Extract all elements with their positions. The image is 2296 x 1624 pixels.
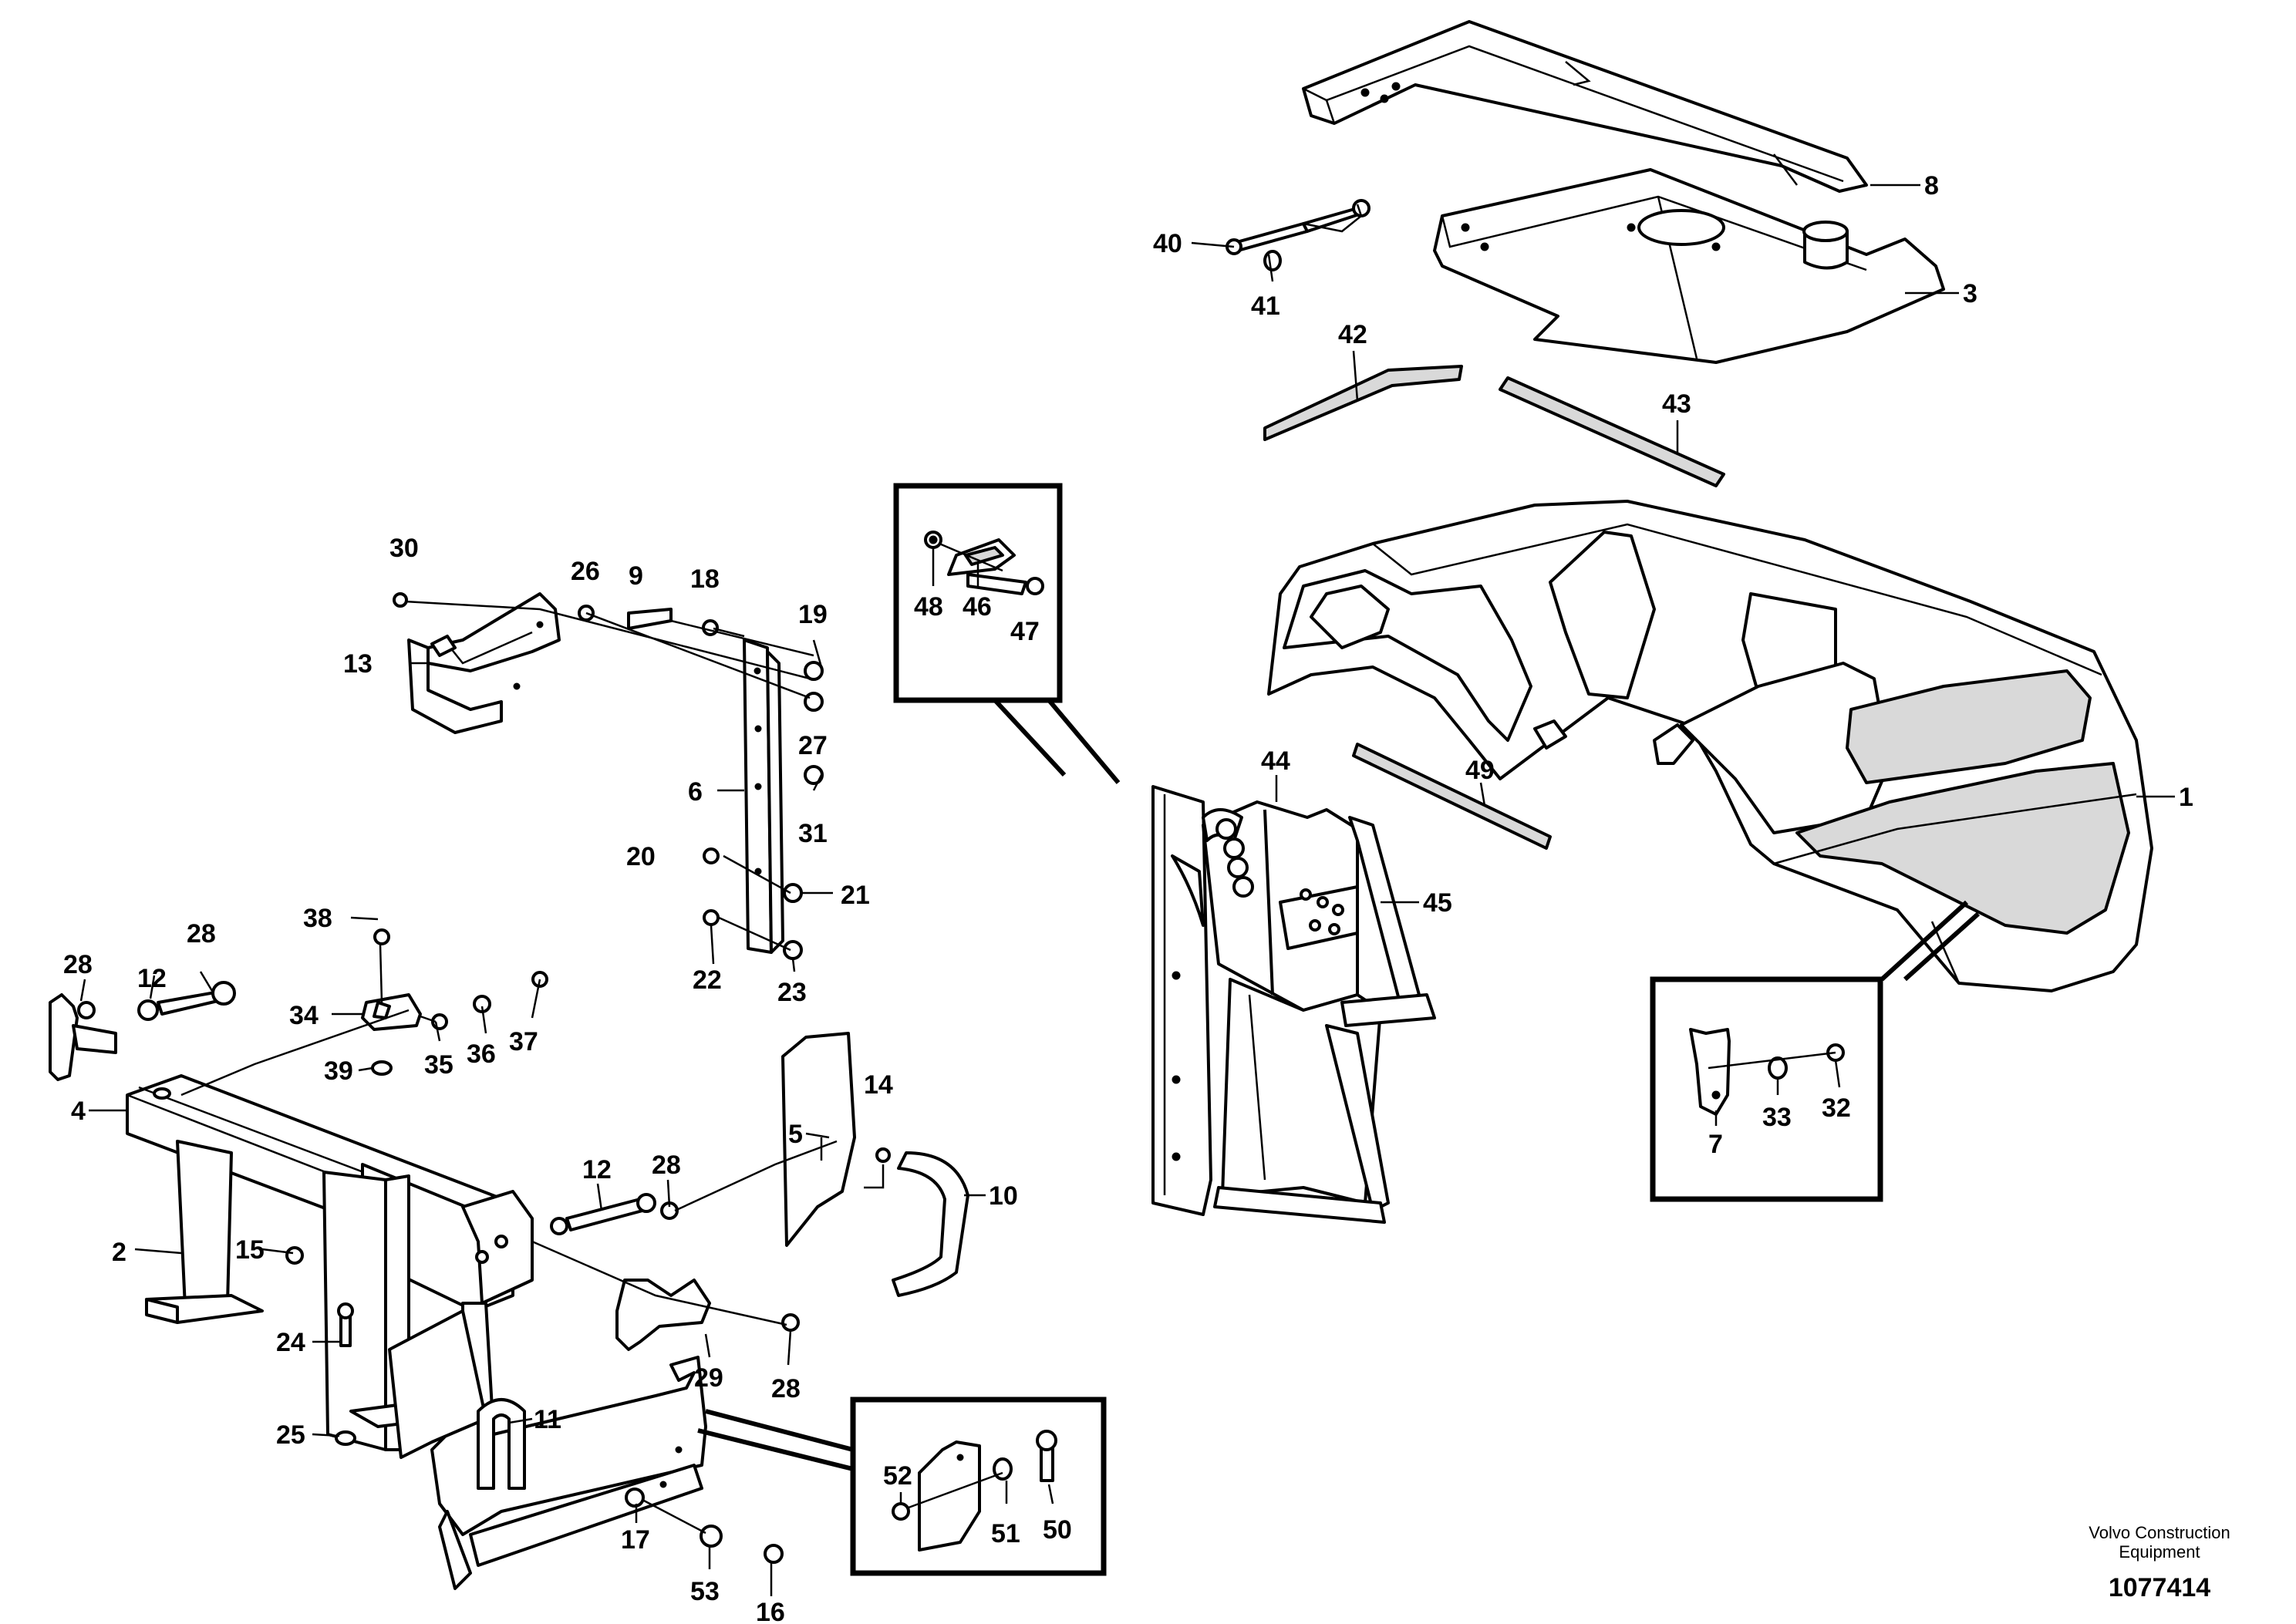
hinge-34-part [361, 928, 548, 1076]
label-28d: 28 [771, 1374, 801, 1403]
label-6: 6 [688, 777, 703, 807]
label-5: 5 [788, 1120, 803, 1149]
brand-line-1: Volvo Construction [2089, 1523, 2230, 1542]
label-34: 34 [289, 1001, 319, 1030]
callout-box-fasteners-7-32-33 [1650, 900, 1981, 1202]
label-15: 15 [235, 1235, 265, 1265]
label-33: 33 [1762, 1103, 1792, 1132]
label-25: 25 [276, 1420, 305, 1450]
gas-strut-part [1226, 199, 1371, 271]
hood-tank-part [1433, 168, 1945, 364]
brand-line-2: Equipment [2119, 1542, 2200, 1562]
bracket-13-part [393, 592, 561, 734]
panel-5-part [781, 1032, 856, 1247]
seal-strip-42 [1263, 365, 1463, 441]
label-53: 53 [690, 1577, 720, 1606]
brand-block: Volvo Construction Equipment 1077414 [2089, 1523, 2230, 1602]
label-20: 20 [626, 842, 656, 871]
label-44: 44 [1261, 746, 1290, 776]
label-8: 8 [1924, 171, 1939, 200]
label-1: 1 [2179, 783, 2193, 812]
label-35: 35 [424, 1050, 453, 1080]
label-2: 2 [112, 1238, 126, 1267]
label-39: 39 [324, 1056, 353, 1086]
label-19: 19 [798, 600, 828, 629]
label-29: 29 [694, 1363, 723, 1393]
side-frame-part [1151, 785, 1436, 1224]
label-42: 42 [1338, 320, 1367, 349]
label-52: 52 [883, 1461, 912, 1491]
bolts-bottom-group [285, 1246, 784, 1564]
drawing-number: 1077414 [2109, 1573, 2210, 1602]
label-47: 47 [1010, 617, 1040, 646]
hose-10-part [875, 1147, 969, 1297]
label-51: 51 [991, 1519, 1020, 1548]
label-49: 49 [1465, 756, 1495, 785]
label-9: 9 [629, 561, 643, 591]
latch-12-upper-part [49, 981, 236, 1081]
label-3: 3 [1963, 279, 1977, 308]
label-28c: 28 [652, 1151, 681, 1180]
label-21: 21 [841, 881, 870, 910]
callout-box-fasteners-50-52 [697, 1397, 1107, 1576]
fasteners-6-group [703, 661, 824, 960]
label-45: 45 [1423, 888, 1452, 918]
bracket-9-part [578, 605, 719, 636]
label-26: 26 [571, 557, 600, 586]
label-18: 18 [690, 564, 720, 594]
label-28b: 28 [187, 919, 216, 948]
label-4: 4 [71, 1097, 86, 1126]
label-24: 24 [276, 1328, 305, 1357]
label-41: 41 [1251, 291, 1280, 321]
label-30: 30 [389, 534, 419, 563]
label-28a: 28 [63, 950, 93, 979]
label-27: 27 [798, 731, 828, 760]
label-7: 7 [1708, 1130, 1723, 1159]
bar-6-part [743, 638, 784, 954]
label-11: 11 [534, 1405, 561, 1434]
leader-lines [79, 184, 2175, 1596]
label-22: 22 [693, 965, 722, 995]
label-46: 46 [963, 592, 992, 622]
label-50: 50 [1043, 1515, 1072, 1545]
hood-shell-part [1267, 500, 2153, 992]
seal-strip-43 [1499, 376, 1725, 487]
part-number-labels: 1 2 3 4 5 6 7 8 9 10 11 12 12 13 14 15 1… [63, 171, 2193, 1624]
label-17: 17 [621, 1525, 650, 1555]
label-14: 14 [864, 1070, 893, 1100]
label-36: 36 [467, 1039, 496, 1069]
label-12b: 12 [582, 1155, 612, 1184]
label-12a: 12 [137, 964, 167, 993]
label-48: 48 [914, 592, 943, 622]
label-31: 31 [798, 819, 828, 848]
label-16: 16 [756, 1598, 785, 1624]
frame-lower-part [388, 1302, 707, 1590]
label-40: 40 [1153, 229, 1182, 258]
label-32: 32 [1822, 1093, 1851, 1123]
label-37: 37 [509, 1027, 538, 1056]
callout-box-fasteners-46-48 [893, 483, 1121, 784]
label-38: 38 [303, 904, 332, 933]
latch-12-lower-part [550, 1193, 800, 1351]
label-23: 23 [777, 978, 807, 1007]
label-13: 13 [343, 649, 373, 679]
label-43: 43 [1662, 389, 1691, 419]
seal-strip-49 [1352, 743, 1552, 850]
top-cover-part [1302, 20, 1868, 193]
label-10: 10 [989, 1181, 1018, 1211]
